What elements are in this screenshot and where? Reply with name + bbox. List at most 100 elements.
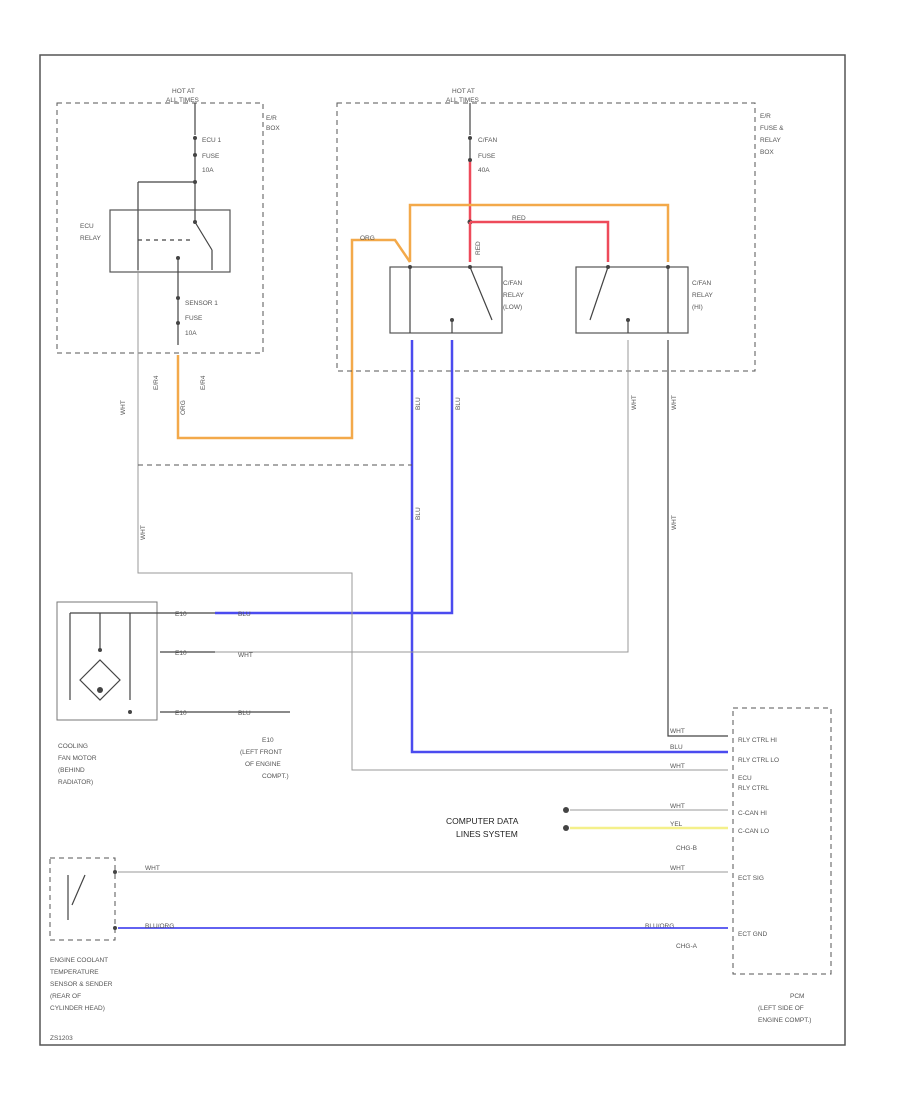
- pcm-label: PCM (LEFT SIDE OF ENGINE COMPT.): [758, 993, 811, 1024]
- svg-text:RADIATOR): RADIATOR): [58, 779, 93, 786]
- svg-text:E/R: E/R: [266, 115, 277, 122]
- cfan-relay-hi-label: C/FAN RELAY (HI): [692, 280, 713, 311]
- ecu-relay-label: ECU RELAY: [80, 223, 101, 242]
- svg-text:(LOW): (LOW): [503, 304, 522, 311]
- er-fuse-relay-box: [336, 102, 756, 372]
- er-fuse-relay-box-label: E/R FUSE & RELAY BOX: [760, 113, 784, 156]
- footer-code: ZS1203: [50, 1035, 73, 1042]
- svg-text:RED: RED: [512, 215, 526, 222]
- svg-text:WHT: WHT: [145, 865, 160, 872]
- svg-text:COMPT.): COMPT.): [262, 773, 289, 780]
- svg-text:40A: 40A: [478, 167, 490, 174]
- cfan-fuse-label: C/FAN FUSE 40A: [478, 137, 497, 174]
- svg-text:RELAY: RELAY: [503, 292, 524, 299]
- svg-text:WHT: WHT: [671, 515, 678, 530]
- svg-text:ECT SIG: ECT SIG: [738, 875, 764, 882]
- svg-text:(LEFT SIDE OF: (LEFT SIDE OF: [758, 1005, 804, 1012]
- cooling-fan-motor: [56, 601, 158, 721]
- svg-text:SENSOR & SENDER: SENSOR & SENDER: [50, 981, 113, 988]
- svg-text:ECU: ECU: [80, 223, 94, 230]
- svg-text:PCM: PCM: [790, 993, 804, 1000]
- svg-text:FUSE: FUSE: [185, 315, 203, 322]
- computer-data-label: COMPUTER DATA LINES SYSTEM: [446, 816, 519, 839]
- ect-sensor: [49, 857, 116, 941]
- pcm-wire-labels: WHT BLU WHT WHT YEL WHT BLU/ORG: [645, 728, 685, 930]
- svg-text:ENGINE COMPT.): ENGINE COMPT.): [758, 1017, 811, 1024]
- svg-text:E/R4: E/R4: [153, 375, 160, 390]
- svg-text:BLU: BLU: [415, 397, 422, 410]
- pcm-box: [732, 707, 832, 975]
- sensor-fuse-label: SENSOR 1 FUSE 10A: [185, 300, 218, 337]
- er-box-left-label: E/R BOX: [266, 115, 280, 132]
- svg-text:10A: 10A: [185, 330, 197, 337]
- svg-text:E10: E10: [262, 737, 274, 744]
- svg-text:ALL TIMES: ALL TIMES: [166, 97, 200, 104]
- diagram-frame: [39, 54, 846, 1046]
- svg-text:RED: RED: [475, 241, 482, 255]
- svg-text:FUSE &: FUSE &: [760, 125, 784, 132]
- cfan-relay-low-label: C/FAN RELAY (LOW): [503, 280, 524, 311]
- svg-text:RLY CTRL: RLY CTRL: [738, 785, 769, 792]
- svg-text:(BEHIND: (BEHIND: [58, 767, 85, 774]
- svg-text:WHT: WHT: [140, 525, 147, 540]
- svg-text:10A: 10A: [202, 167, 214, 174]
- er-box-left: [56, 102, 264, 354]
- pcm-pin-labels: RLY CTRL HI RLY CTRL LO ECU RLY CTRL C-C…: [738, 737, 779, 938]
- svg-text:BLU: BLU: [455, 397, 462, 410]
- svg-text:HOT AT: HOT AT: [172, 88, 195, 95]
- svg-text:WHT: WHT: [120, 400, 127, 415]
- svg-text:BLU/ORG: BLU/ORG: [145, 923, 174, 930]
- svg-text:CHG-A: CHG-A: [676, 943, 698, 950]
- svg-text:WHT: WHT: [670, 728, 685, 735]
- svg-text:C/FAN: C/FAN: [503, 280, 522, 287]
- svg-text:ENGINE COOLANT: ENGINE COOLANT: [50, 957, 108, 964]
- fan-connectors: E10 E10 E10 BLU: [175, 611, 251, 717]
- svg-text:BLU: BLU: [238, 611, 251, 618]
- blue-wire-labels: BLU BLU BLU BLU: [238, 397, 462, 618]
- connector-e10-label: E10 (LEFT FRONT OF ENGINE COMPT.): [240, 737, 289, 780]
- svg-text:TEMPERATURE: TEMPERATURE: [50, 969, 99, 976]
- svg-text:(HI): (HI): [692, 304, 703, 311]
- svg-text:BLU: BLU: [670, 744, 683, 751]
- svg-text:RLY CTRL HI: RLY CTRL HI: [738, 737, 777, 744]
- svg-text:ORG: ORG: [180, 400, 187, 415]
- svg-text:BLU: BLU: [238, 710, 251, 717]
- ecu-relay: [109, 209, 231, 273]
- svg-text:C-CAN LO: C-CAN LO: [738, 828, 769, 835]
- svg-text:RELAY: RELAY: [692, 292, 713, 299]
- svg-text:(REAR OF: (REAR OF: [50, 993, 81, 1000]
- svg-text:C/FAN: C/FAN: [478, 137, 497, 144]
- svg-text:WHT: WHT: [670, 803, 685, 810]
- svg-text:ECU: ECU: [738, 775, 752, 782]
- svg-text:E10: E10: [175, 650, 187, 657]
- hot-at-right-label: HOT AT ALL TIMES: [446, 88, 480, 104]
- left-wire-labels: WHT E/R4 ORG E/R4 ORG: [120, 235, 375, 415]
- svg-text:CHG-B: CHG-B: [676, 845, 697, 852]
- svg-text:CYLINDER HEAD): CYLINDER HEAD): [50, 1005, 105, 1012]
- svg-text:RELAY: RELAY: [760, 137, 781, 144]
- svg-text:RLY CTRL LO: RLY CTRL LO: [738, 757, 779, 764]
- svg-text:BOX: BOX: [760, 149, 774, 156]
- svg-text:WHT: WHT: [671, 395, 678, 410]
- svg-text:YEL: YEL: [670, 821, 683, 828]
- svg-text:FUSE: FUSE: [202, 153, 220, 160]
- pcm-connector-labels: CHG-B CHG-A: [676, 845, 698, 950]
- svg-text:ECT GND: ECT GND: [738, 931, 767, 938]
- svg-text:(LEFT FRONT: (LEFT FRONT: [240, 749, 282, 756]
- svg-text:E/R4: E/R4: [200, 375, 207, 390]
- svg-text:ORG: ORG: [360, 235, 375, 242]
- svg-text:BLU/ORG: BLU/ORG: [645, 923, 674, 930]
- hot-at-left-label: HOT AT ALL TIMES: [166, 88, 200, 104]
- svg-text:COMPUTER DATA: COMPUTER DATA: [446, 816, 519, 826]
- svg-text:OF ENGINE: OF ENGINE: [245, 761, 281, 768]
- svg-text:ECU 1: ECU 1: [202, 137, 222, 144]
- svg-text:C/FAN: C/FAN: [692, 280, 711, 287]
- svg-text:E10: E10: [175, 611, 187, 618]
- svg-text:WHT: WHT: [670, 763, 685, 770]
- svg-text:E10: E10: [175, 710, 187, 717]
- ecu-fuse-label: ECU 1 FUSE 10A: [202, 137, 222, 174]
- cfan-relay-low: [389, 266, 503, 334]
- svg-text:E/R: E/R: [760, 113, 771, 120]
- svg-text:LINES SYSTEM: LINES SYSTEM: [456, 829, 518, 839]
